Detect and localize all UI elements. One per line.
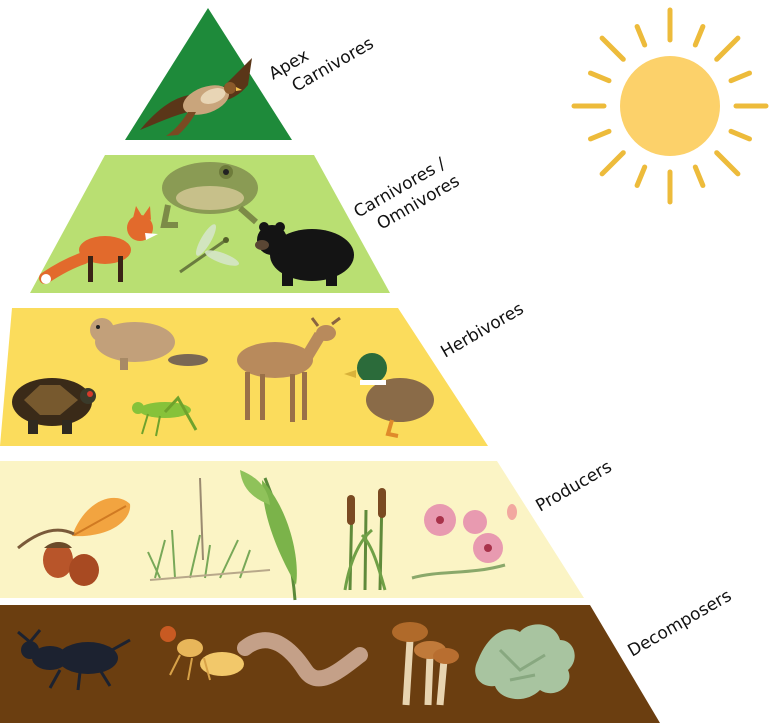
sun-ray — [591, 131, 610, 139]
sun-ray — [695, 167, 703, 186]
sun-ray — [695, 27, 703, 46]
label-producers: Producers — [533, 457, 616, 516]
sun-icon — [574, 10, 766, 202]
label-decomposers: Decomposers — [625, 586, 736, 661]
sun-ray — [717, 153, 738, 174]
label-carnivores: Carnivores / Omnivores — [351, 151, 465, 241]
label-apex: Apex Carnivores — [266, 15, 378, 104]
label-herbivores-line1: Herbivores — [438, 299, 528, 362]
sun-ray — [637, 167, 645, 186]
label-decomposers-line1: Decomposers — [625, 586, 736, 661]
sun-ray — [591, 73, 610, 81]
tier-herbivores — [0, 308, 488, 446]
sun-ray — [637, 27, 645, 46]
sun-ray — [602, 153, 623, 174]
sun-ray — [717, 38, 738, 59]
sun-ray — [602, 38, 623, 59]
sun-ray — [731, 131, 750, 139]
label-herbivores: Herbivores — [438, 299, 528, 362]
sun-ray — [731, 73, 750, 81]
label-producers-line1: Producers — [533, 457, 616, 516]
sun-disc — [620, 56, 720, 156]
